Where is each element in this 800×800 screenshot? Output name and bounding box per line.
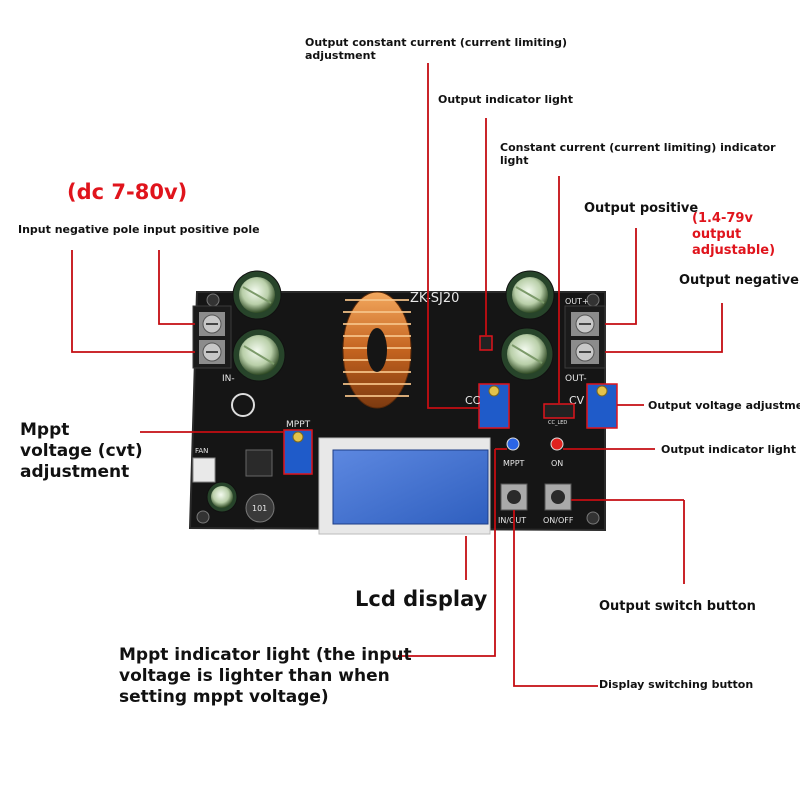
label-output-positive: Output positive	[584, 201, 699, 216]
label-output-range-line2: output	[692, 227, 742, 242]
out-minus-silkscreen: OUT-	[565, 374, 587, 384]
label-lcd-display: Lcd display	[355, 587, 488, 611]
label-display-switch: Display switching button	[599, 678, 754, 691]
mppt-led-silkscreen: MPPT	[503, 459, 525, 468]
label-output-range-line3: adjustable)	[692, 243, 776, 258]
in-silkscreen: IN-	[222, 374, 235, 384]
output-terminal-block	[564, 305, 606, 369]
small-inductor	[245, 493, 275, 523]
label-mppt-adjustment-line1: Mppt	[20, 420, 70, 440]
label-output-cc-adjustment: Output constant current (current limitin…	[305, 36, 567, 62]
small-capacitor	[206, 481, 238, 513]
label-output-range-line1: (1.4-79v	[692, 211, 753, 226]
brand-logo	[231, 393, 255, 417]
input-capacitor-bottom	[232, 328, 286, 382]
label-output-cc-adjustment-line1: Output constant current (current limitin…	[305, 36, 568, 49]
mppt-potentiometer	[283, 429, 313, 475]
output-switch-button[interactable]	[544, 483, 572, 511]
display-switch-button[interactable]	[500, 483, 528, 511]
small-inductor-mark: 101	[252, 504, 267, 513]
fan-connector	[192, 457, 216, 483]
label-cc-indicator: Constant current (current limiting) indi…	[500, 141, 776, 167]
cc-led	[543, 403, 575, 419]
label-cc-indicator-line1: Constant current (current limiting) indi…	[500, 141, 776, 154]
cc-led-silkscreen: CC_LED	[548, 420, 567, 426]
label-mppt-indicator-line1: Mppt indicator light (the input	[119, 645, 412, 665]
label-output-cc-adjustment-line2: adjustment	[305, 49, 376, 62]
mppt-indicator-led	[506, 437, 520, 451]
regulator-chip	[245, 449, 273, 477]
label-output-range: (1.4-79v output adjustable)	[692, 211, 775, 259]
toroid-inductor	[342, 291, 412, 409]
label-output-switch: Output switch button	[599, 599, 756, 614]
mppt-silkscreen: MPPT	[286, 420, 311, 430]
label-output-indicator-top: Output indicator light	[438, 93, 573, 106]
model-silkscreen: ZK-SJ20	[410, 291, 459, 306]
on-led-silkscreen: ON	[551, 459, 563, 468]
label-mppt-indicator: Mppt indicator light (the input voltage …	[119, 645, 412, 708]
label-mppt-indicator-line3: setting mppt voltage)	[119, 687, 329, 707]
label-input-range: (dc 7-80v)	[67, 180, 188, 204]
cv-potentiometer	[586, 383, 618, 429]
inout-silkscreen: IN/OUT	[498, 516, 526, 525]
cc-silkscreen: CC	[465, 394, 481, 407]
fan-silkscreen: FAN	[195, 447, 208, 455]
leader-lines	[71, 63, 723, 687]
label-input-poles: Input negative pole input positive pole	[18, 223, 260, 236]
label-mppt-adjustment: Mppt voltage (cvt) adjustment	[20, 420, 143, 483]
label-output-negative: Output negative	[679, 273, 799, 288]
out-plus-silkscreen: OUT+	[565, 297, 589, 306]
on-indicator-led	[550, 437, 564, 451]
label-cc-indicator-line2: light	[500, 154, 529, 167]
label-mppt-adjustment-line2: voltage (cvt)	[20, 441, 143, 461]
input-capacitor-top	[232, 270, 282, 320]
label-mppt-adjustment-line3: adjustment	[20, 462, 130, 482]
output-capacitor-bottom	[500, 327, 554, 381]
lcd-display	[318, 437, 491, 535]
input-terminal-block	[192, 305, 232, 369]
output-capacitor-top	[505, 270, 555, 320]
label-output-indicator-right: Output indicator light	[661, 443, 796, 456]
cc-potentiometer	[478, 383, 510, 429]
onoff-silkscreen: ON/OFF	[543, 516, 574, 525]
label-mppt-indicator-line2: voltage is lighter than when	[119, 666, 390, 686]
label-output-voltage-adjustment: Output voltage adjustment	[648, 399, 800, 412]
output-indicator-led-smd	[479, 335, 493, 351]
